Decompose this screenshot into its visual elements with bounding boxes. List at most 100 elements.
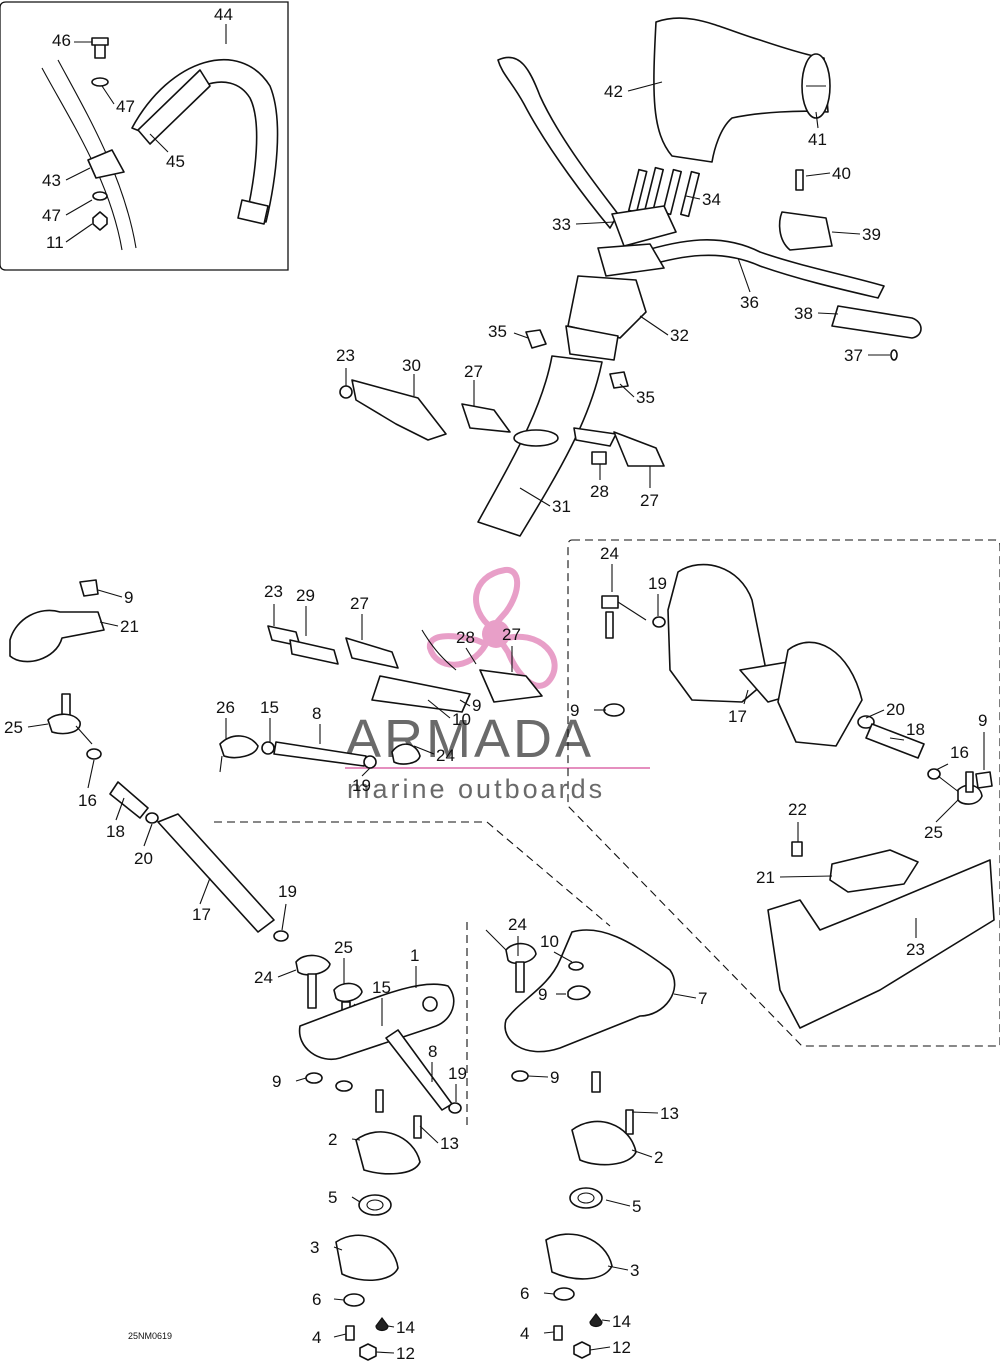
callout-label: 20 — [886, 700, 905, 719]
callout-label: 3 — [310, 1238, 319, 1257]
callout-label: 16 — [950, 743, 969, 762]
callout-label: 25 — [334, 938, 353, 957]
leader-line — [115, 797, 125, 821]
callout-label: 27 — [640, 491, 659, 510]
leader-line — [779, 875, 833, 878]
callout-label: 35 — [488, 322, 507, 341]
callout-label: 26 — [216, 698, 235, 717]
rear-steering-group — [601, 563, 995, 1029]
leader-line — [627, 81, 663, 92]
handlebar-assembly — [339, 17, 922, 537]
callout-label: 47 — [42, 206, 61, 225]
callout-label: 41 — [808, 130, 827, 149]
callout-label: 45 — [166, 152, 185, 171]
leader-line — [465, 647, 477, 665]
leader-line — [65, 199, 93, 216]
callout-label: 42 — [604, 82, 623, 101]
diagram-frames — [0, 1, 1000, 1126]
callout-label: 4 — [312, 1328, 321, 1347]
callout-label: 33 — [552, 215, 571, 234]
callout-label: 1 — [410, 946, 419, 965]
callout-label: 12 — [612, 1338, 631, 1357]
callout-label: 38 — [794, 304, 813, 323]
callout-label: 8 — [428, 1042, 437, 1061]
leader-line — [601, 1319, 611, 1322]
leader-line — [361, 767, 371, 777]
leader-line — [605, 1199, 631, 1207]
callout-label: 11 — [46, 233, 64, 252]
callout-label: 34 — [702, 190, 721, 209]
watermark-propeller-logo — [427, 566, 558, 689]
callout-label: 39 — [862, 225, 881, 244]
callout-label: 3 — [630, 1261, 639, 1280]
leader-line — [65, 223, 93, 243]
callout-label: 19 — [448, 1064, 467, 1083]
callout-label: 6 — [312, 1290, 321, 1309]
leader-line — [277, 969, 297, 978]
callout-label: 5 — [632, 1197, 641, 1216]
callout-label: 19 — [352, 776, 371, 795]
callout-label: 6 — [520, 1284, 529, 1303]
leader-lines — [27, 24, 985, 1354]
watermark: ARMADA marine outboards — [345, 566, 650, 804]
callout-label: 18 — [106, 822, 125, 841]
callout-label: 24 — [254, 968, 273, 987]
callout-label: 28 — [590, 482, 609, 501]
leader-line — [543, 1292, 555, 1295]
leader-line — [865, 709, 885, 719]
leader-line — [805, 172, 831, 177]
callout-label: 46 — [52, 31, 71, 50]
callout-label: 21 — [756, 868, 775, 887]
leader-line — [553, 951, 573, 963]
drawing-code: 25NM0619 — [128, 1331, 172, 1341]
callout-label: 21 — [120, 617, 139, 636]
leader-line — [631, 1149, 653, 1158]
callout-label: 43 — [42, 171, 61, 190]
leader-line — [639, 315, 669, 336]
leader-line — [459, 699, 471, 707]
left-steering-link — [9, 579, 289, 942]
leader-line — [543, 1331, 555, 1334]
leader-line — [419, 1125, 439, 1144]
callout-label: 44 — [214, 5, 233, 24]
callout-label: 9 — [272, 1072, 281, 1091]
leader-line — [387, 1325, 395, 1328]
left-bracket-stack — [295, 954, 462, 1361]
leader-line — [685, 195, 701, 200]
leader-line — [351, 1138, 361, 1141]
callout-label: 32 — [670, 326, 689, 345]
leader-line — [413, 745, 435, 755]
leader-line — [527, 1075, 549, 1078]
leader-line — [619, 383, 635, 398]
leader-line — [143, 823, 153, 847]
callout-label: 2 — [654, 1148, 663, 1167]
leader-line — [513, 332, 529, 339]
callout-label: 36 — [740, 293, 759, 312]
callout-label: 4 — [520, 1324, 529, 1343]
leader-line — [935, 763, 949, 771]
leader-line — [817, 312, 839, 315]
callout-label: 2 — [328, 1130, 337, 1149]
leader-line — [889, 737, 905, 741]
leader-line — [607, 1265, 629, 1271]
callout-label: 27 — [350, 594, 369, 613]
callout-label: 15 — [260, 698, 279, 717]
callout-label: 22 — [788, 800, 807, 819]
callout-label: 13 — [660, 1104, 679, 1123]
leader-line — [935, 799, 959, 823]
leader-line — [351, 1196, 361, 1203]
leader-line — [333, 1333, 347, 1338]
leader-line — [65, 167, 91, 181]
leader-line — [743, 689, 749, 705]
leader-line — [87, 759, 95, 789]
callout-label: 28 — [456, 628, 475, 647]
callout-label: 25 — [924, 823, 943, 842]
callout-label: 5 — [328, 1188, 337, 1207]
callout-label: 7 — [698, 989, 707, 1008]
callout-label: 17 — [728, 707, 747, 726]
leader-line — [199, 877, 211, 905]
callout-label: 15 — [372, 978, 391, 997]
leader-line — [831, 231, 861, 235]
callout-label: 25 — [4, 718, 23, 737]
callout-label: 9 — [472, 696, 481, 715]
